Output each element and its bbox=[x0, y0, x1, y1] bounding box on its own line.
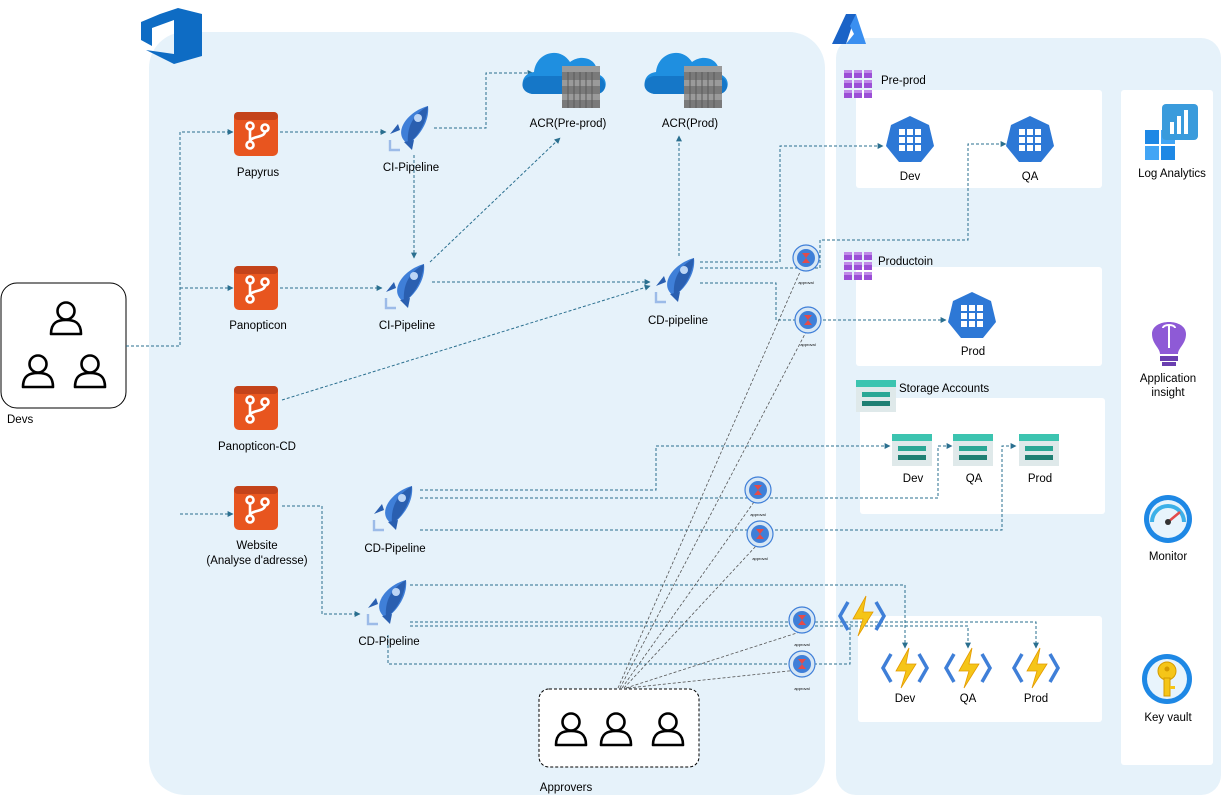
key-vault-icon[interactable] bbox=[1142, 654, 1192, 704]
aks-dev-label: Dev bbox=[900, 171, 921, 183]
approval-tag: approval bbox=[752, 556, 767, 561]
cd-pipeline-panopticon-label: CD-pipeline bbox=[648, 315, 708, 327]
kubernetes-cluster-icon bbox=[844, 252, 872, 280]
azure-devops-icon bbox=[141, 8, 202, 64]
func-dev-label: Dev bbox=[895, 693, 916, 705]
approvers-label: Approvers bbox=[540, 782, 593, 794]
azure-icon bbox=[832, 14, 866, 44]
approval-tag: approval bbox=[794, 686, 809, 691]
monitoring-column bbox=[1121, 90, 1213, 765]
monitor-icon[interactable] bbox=[1144, 495, 1192, 543]
git-repo-icon[interactable] bbox=[232, 264, 280, 312]
approval-gate-icon[interactable] bbox=[788, 650, 816, 678]
approver-connectors bbox=[617, 271, 807, 689]
storage-account-icon[interactable] bbox=[1019, 434, 1059, 466]
approval-tag: approval bbox=[794, 642, 809, 647]
storage-account-icon bbox=[856, 380, 896, 412]
approval-gate-icon[interactable] bbox=[788, 606, 816, 634]
application-insight-icon[interactable] bbox=[1152, 322, 1186, 366]
func-prod-label: Prod bbox=[1024, 693, 1048, 705]
aks-qa-label: QA bbox=[1022, 171, 1039, 183]
kubernetes-cluster-icon bbox=[844, 70, 872, 98]
storage-account-icon[interactable] bbox=[953, 434, 993, 466]
group-storage-label: Storage Accounts bbox=[899, 383, 989, 395]
ci-pipeline-1-label: CI-Pipeline bbox=[383, 162, 439, 174]
approval-gate-icon[interactable] bbox=[792, 244, 820, 272]
approval-tag: approval bbox=[750, 512, 765, 517]
flow-connectors bbox=[126, 70, 1039, 665]
cd-pipeline-storage-label: CD-Pipeline bbox=[364, 543, 425, 555]
git-repo-icon[interactable] bbox=[232, 484, 280, 532]
git-repo-icon[interactable] bbox=[232, 384, 280, 432]
repo-panopticon-label: Panopticon bbox=[229, 320, 287, 332]
storage-account-icon[interactable] bbox=[892, 434, 932, 466]
cd-pipeline-functions-label: CD-Pipeline bbox=[358, 636, 419, 648]
azure-devops-panel bbox=[149, 32, 825, 795]
aks-prod-label: Prod bbox=[961, 346, 985, 358]
devs-label: Devs bbox=[7, 414, 33, 426]
approval-gate-icon[interactable] bbox=[794, 306, 822, 334]
storage-prod-label: Prod bbox=[1028, 473, 1052, 485]
functions-group bbox=[858, 616, 1102, 722]
approval-tag: approval bbox=[798, 280, 813, 285]
key-vault-label: Key vault bbox=[1144, 712, 1192, 724]
log-analytics-label: Log Analytics bbox=[1138, 168, 1206, 180]
approval-gate-icon[interactable] bbox=[744, 476, 772, 504]
app-insight-label: Application bbox=[1140, 373, 1196, 385]
repo-panopticon-cd-label: Panopticon-CD bbox=[218, 441, 296, 453]
acr-preprod-label: ACR(Pre-prod) bbox=[530, 118, 607, 130]
acr-prod-label: ACR(Prod) bbox=[662, 118, 718, 130]
git-repo-icon[interactable] bbox=[232, 110, 280, 158]
preprod-group bbox=[856, 90, 1102, 188]
func-qa-label: QA bbox=[960, 693, 977, 705]
approval-tag: approval bbox=[800, 342, 815, 347]
ci-pipeline-2-label: CI-Pipeline bbox=[379, 320, 435, 332]
group-preprod-label: Pre-prod bbox=[881, 75, 926, 87]
repo-website-sublabel: (Analyse d'adresse) bbox=[206, 555, 307, 567]
repo-papyrus-label: Papyrus bbox=[237, 167, 279, 179]
storage-dev-label: Dev bbox=[903, 473, 924, 485]
monitor-label: Monitor bbox=[1149, 551, 1188, 563]
storage-qa-label: QA bbox=[966, 473, 983, 485]
group-production-label: Productoin bbox=[878, 256, 933, 268]
app-insight-sublabel: insight bbox=[1151, 387, 1185, 399]
log-analytics-icon[interactable] bbox=[1145, 104, 1198, 160]
repo-website-label: Website bbox=[236, 540, 277, 552]
approval-gate-icon[interactable] bbox=[746, 520, 774, 548]
